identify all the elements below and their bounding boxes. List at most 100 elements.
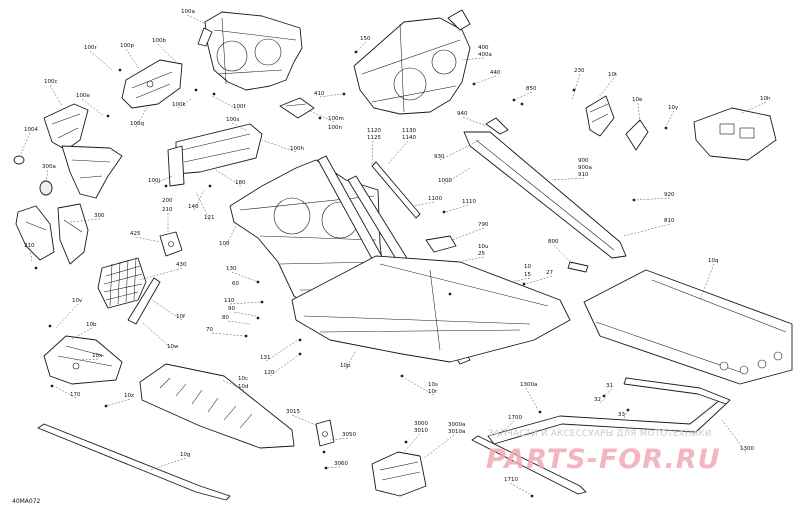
leader-line [635,197,671,201]
callout-100e: 100e [76,93,90,99]
lower-left-frame-part [15,203,89,265]
bracket-425-part [159,231,183,257]
callout-930: 930 [434,154,445,160]
leader-line [457,256,485,263]
leader-line [553,244,573,265]
callout-1004: 1004 [24,127,38,133]
callout-100j: 100j [148,178,160,184]
leader-line [473,75,497,85]
callout-425: 425 [130,231,141,237]
centre-shelf-bracket-part [167,123,263,187]
bracket-3015-part [315,419,335,447]
left-side-bracket-part [43,103,123,199]
callout-230: 230 [574,68,585,74]
leader-line [45,169,49,183]
callout-10b: 10b [86,322,97,328]
leader-line [177,97,193,109]
callout-3000a: 3000a [448,422,465,428]
callout-10q: 10q [708,258,719,264]
small-bracket-part [279,97,315,119]
callout-3010a: 3010a [448,429,465,435]
bracket-800-part [567,261,589,273]
callout-27: 27 [546,270,553,276]
callout-32: 32 [594,397,601,403]
leader-line [699,263,715,301]
callout-810: 810 [664,218,675,224]
leader-line [445,204,469,213]
callout-1110: 1110 [462,199,476,205]
thin-rod-part [371,161,421,219]
leader-line [49,84,63,107]
long-rail-part [463,131,627,259]
callout-430: 430 [176,262,187,268]
leader-line [229,301,261,305]
leader-line [665,110,675,127]
callout-850: 850 [526,86,537,92]
callout-140: 140 [188,204,199,210]
leader-line [125,48,141,71]
clip-940-part [485,117,509,135]
leader-line [345,349,357,370]
callout-1700: 1700 [508,415,522,421]
callout-440: 440 [490,70,501,76]
leader-line [211,95,240,111]
leader-line [261,139,297,153]
callout-10p: 10p [340,363,351,369]
leader-line [495,420,515,439]
upper-right-frame-part [353,9,471,115]
leader-line [462,116,487,127]
front-upper-frame-part [197,11,303,91]
callout-10x: 10x [92,353,103,359]
callout-1140: 1140 [402,135,416,141]
watermark-tagline: ЗАПЧАСТИ И АКСЕССУАРЫ ДЛЯ МОТОТЕХНИКИ [488,429,712,439]
callout-100r: 100r [84,45,97,51]
callout-10c: 10c [238,376,248,382]
callout-100a: 100a [181,9,195,15]
callout-131: 131 [260,355,271,361]
leader-line [233,311,257,317]
leader-line [371,140,374,165]
leader-line [151,299,183,321]
leader-line [135,236,161,243]
leader-line [513,91,533,101]
leader-line [403,377,435,396]
leader-line [231,122,247,131]
callout-130: 130 [226,266,237,272]
leader-line [551,177,585,181]
watermark-logo: PARTS-FOR.RU [486,444,721,475]
callout-10u: 10u [478,244,488,250]
callout-3010: 3010 [414,428,428,434]
rear-tunnel-part [583,269,793,385]
callout-1300: 1300 [740,446,754,452]
leader-line [387,140,409,165]
leader-line [355,41,367,53]
running-board-part [139,363,295,449]
callout-170: 170 [70,392,81,398]
leader-line [597,77,615,99]
callout-10z: 10z [124,393,134,399]
callout-60: 60 [232,281,239,287]
callout-10r: 10r [428,389,438,395]
top-bracket-part [121,59,183,109]
leader-line [81,98,105,117]
lower-rail-part [487,377,731,445]
callout-3000: 3000 [414,421,428,427]
leader-line [461,57,485,61]
leader-lines [19,14,767,495]
leader-line [451,227,485,241]
callout-1120: 1120 [367,128,381,134]
leader-line [623,223,671,237]
callout-1000: 1000 [438,178,452,184]
callout-920: 920 [664,192,675,198]
callout-100s: 100s [226,117,239,123]
leader-line [231,271,259,283]
callout-100f: 100f [233,104,246,110]
leader-line [139,267,183,281]
callout-310: 310 [24,243,35,249]
leader-line [53,385,77,399]
leader-line [291,414,319,427]
callout-25: 25 [478,251,485,257]
callout-900a: 900a [578,165,592,171]
leader-line [157,43,177,63]
